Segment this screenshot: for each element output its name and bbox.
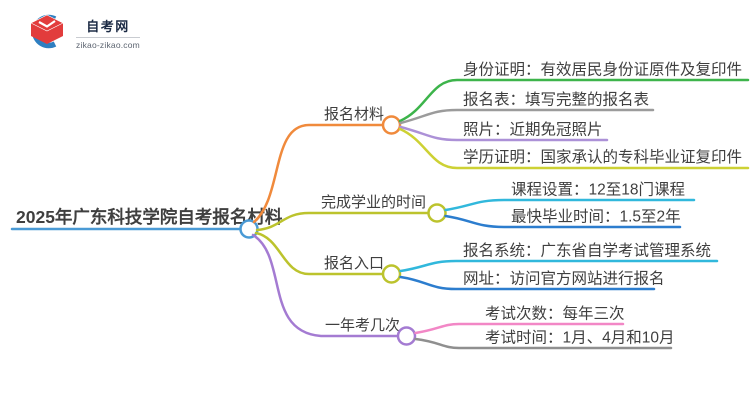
branch-node-handle-materials xyxy=(381,115,402,135)
logo-cap-body xyxy=(31,23,63,44)
child-label-system: 报名系统：广东省自学考试管理系统 xyxy=(463,242,711,260)
logo-title: 自考网 xyxy=(86,19,130,34)
child-line-registration-form xyxy=(399,108,655,125)
logo-cap-check xyxy=(38,20,56,28)
central-topic-label: 2025年广东科技学院自考报名材料 xyxy=(16,207,283,227)
child-label-id-proof: 身份证明：有效居民身份证原件及复印件 xyxy=(463,61,742,79)
child-line-exam-dates xyxy=(414,337,673,350)
child-line-diploma-proof xyxy=(398,127,750,170)
child-label-exam-count: 考试次数：每年三次 xyxy=(485,305,625,323)
branch-label-exam-frequency: 一年考几次 xyxy=(325,317,400,334)
branch-label-materials: 报名材料 xyxy=(324,106,384,123)
child-line-id-proof xyxy=(398,78,750,123)
branch-label-study-time: 完成学业的时间 xyxy=(321,194,426,211)
child-label-courses: 课程设置：12至18门课程 xyxy=(511,181,685,199)
branch-line-study-time xyxy=(255,211,430,232)
branch-label-entry-portal: 报名入口 xyxy=(324,255,384,272)
child-label-website: 网址：访问官方网站进行报名 xyxy=(463,270,665,288)
logo-text-block: 自考网 zikao-zikao.com xyxy=(76,19,140,50)
child-line-exam-count xyxy=(414,322,625,335)
logo[interactable]: 自考网 zikao-zikao.com xyxy=(27,11,140,51)
branch-line-entry-portal xyxy=(254,231,385,276)
child-line-photo xyxy=(399,125,609,142)
child-line-website xyxy=(399,275,656,291)
logo-cap-top xyxy=(30,14,64,32)
logo-domain: zikao-zikao.com xyxy=(76,40,140,50)
zikao-logo-icon xyxy=(30,14,64,49)
branch-node-handle-study-time xyxy=(427,203,447,223)
child-label-graduation-time: 最快毕业时间：1.5至2年 xyxy=(511,208,681,226)
child-line-graduation-time xyxy=(444,214,682,229)
logo-divider xyxy=(76,37,140,38)
child-line-courses xyxy=(444,198,696,212)
child-label-exam-dates: 考试时间：1月、4月和10月 xyxy=(485,329,674,347)
child-line-system xyxy=(399,259,719,273)
child-label-photo: 照片：近期免冠照片 xyxy=(463,121,603,139)
child-label-registration-form: 报名表：填写完整的报名表 xyxy=(463,91,649,109)
child-label-diploma-proof: 学历证明：国家承认的专科毕业证复印件 xyxy=(463,148,742,166)
branch-node-handle-exam-frequency xyxy=(396,326,417,346)
branch-line-materials xyxy=(252,123,385,224)
branch-line-exam-frequency xyxy=(251,233,400,338)
branch-node-handle-entry-portal xyxy=(381,264,402,284)
